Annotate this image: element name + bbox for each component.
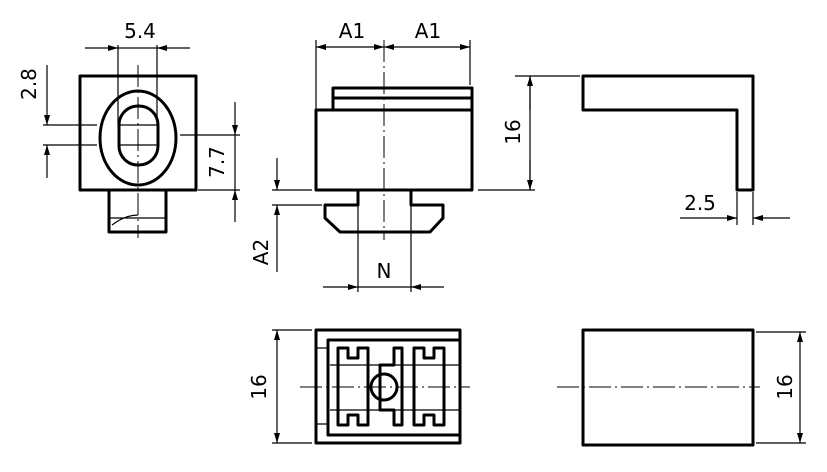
front-view: 5.4 2.8 7.7	[17, 19, 240, 238]
dim-7-7: 7.7	[205, 146, 229, 178]
profile-view: 16 2.5	[478, 74, 790, 225]
dim-16-bottom-right: 16	[773, 374, 797, 399]
side-view: A1 A1 A2 N	[249, 19, 474, 292]
bottom-view: 16	[247, 328, 470, 445]
dim-16-bottom-left: 16	[247, 374, 271, 399]
dim-n: N	[377, 259, 392, 283]
dim-2-5: 2.5	[684, 191, 716, 215]
dim-a1-right: A1	[415, 19, 441, 43]
dim-2-8: 2.8	[17, 68, 41, 100]
dim-5-4: 5.4	[124, 19, 156, 43]
bottom-right-view: 16	[557, 328, 806, 447]
dim-a1-left: A1	[339, 19, 365, 43]
dim-a2: A2	[249, 239, 273, 265]
dim-16-side: 16	[501, 119, 525, 144]
